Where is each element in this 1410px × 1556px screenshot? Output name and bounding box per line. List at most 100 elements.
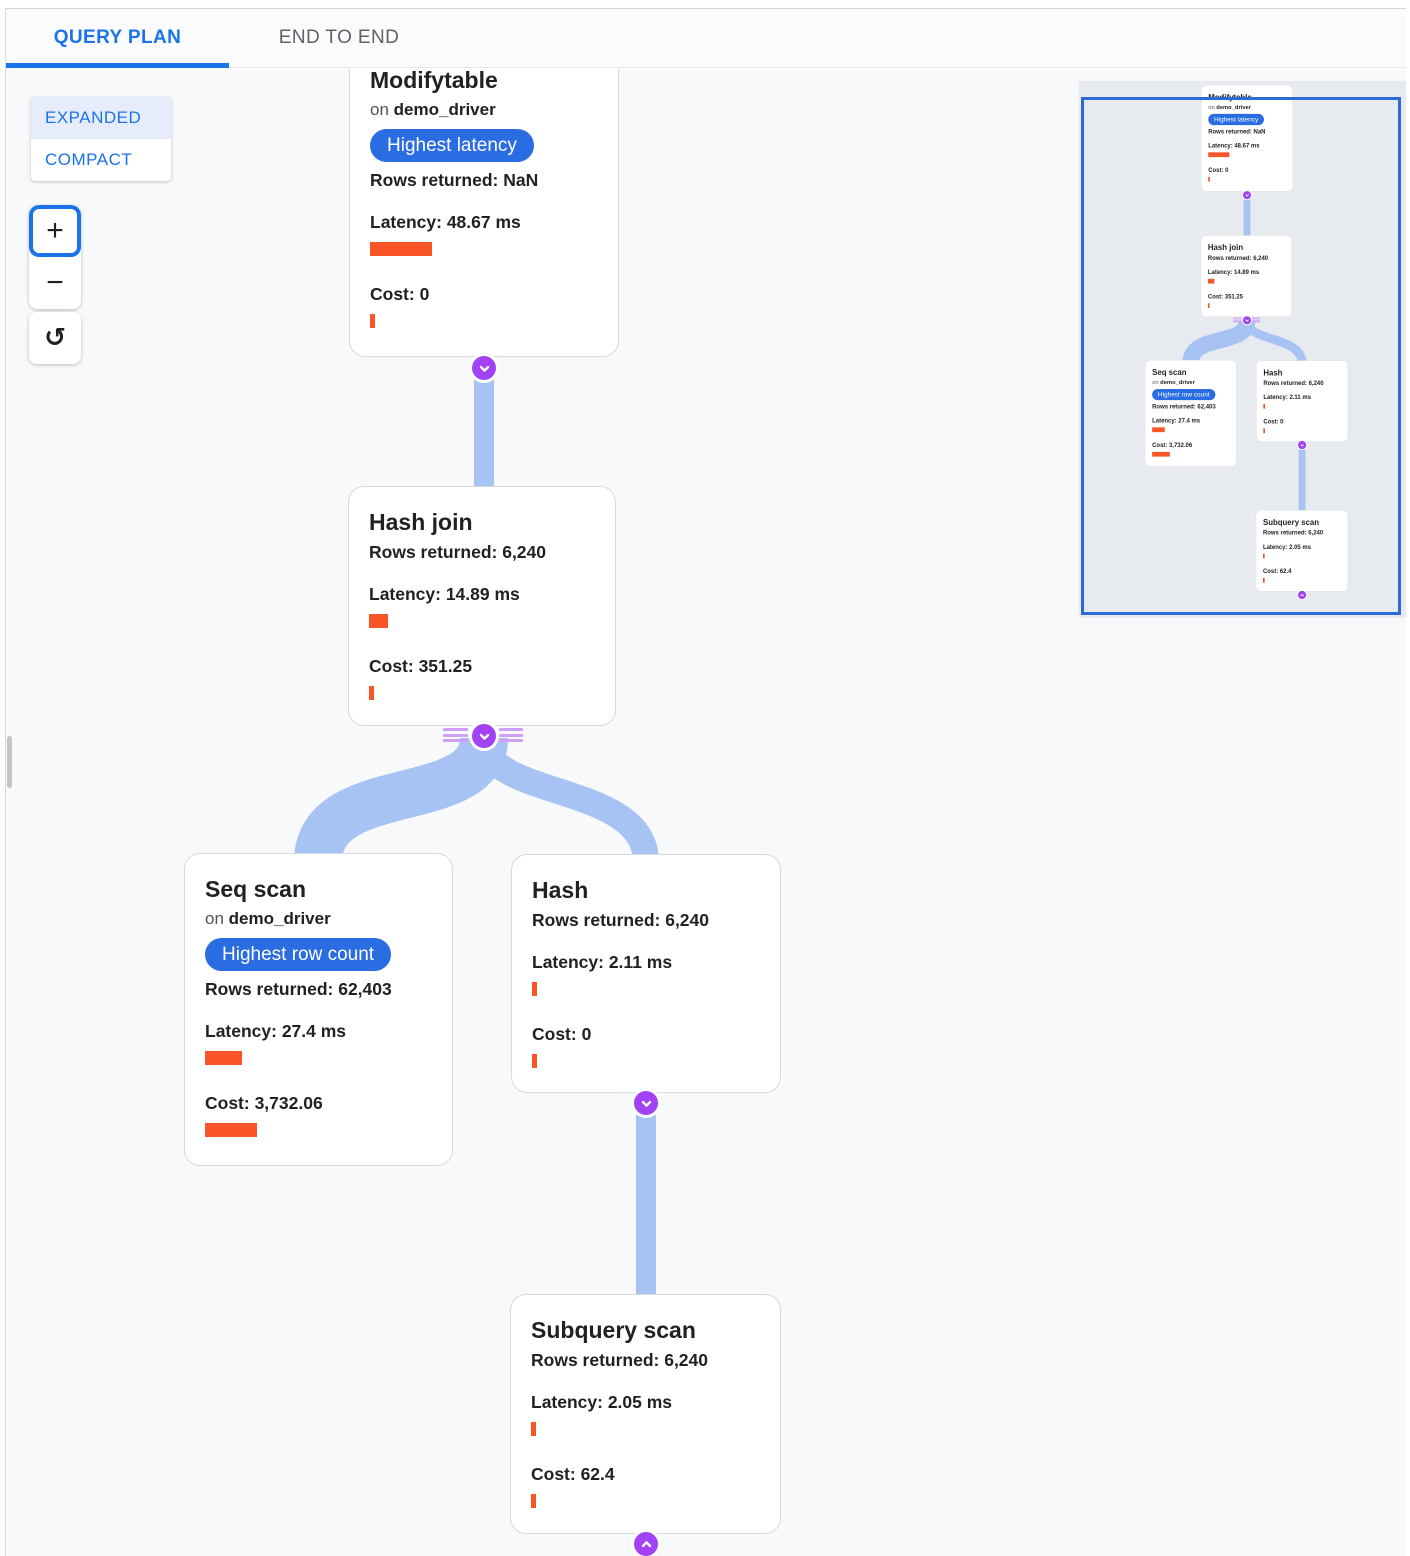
node-title: Subquery scan <box>1262 517 1320 527</box>
zoom-in-button[interactable]: + <box>29 205 81 257</box>
active-tab-indicator <box>6 63 229 68</box>
node-hash[interactable]: Hash Rows returned: 6,240 Latency: 2.11 … <box>1256 360 1348 442</box>
latency-metric: Latency: 2.11 ms <box>532 949 762 996</box>
cost-bar <box>1262 578 1265 583</box>
highest-row-count-badge: Highest row count <box>205 938 392 971</box>
on-prefix: on <box>370 100 389 119</box>
latency-label: Latency: 14.89 ms <box>1207 268 1260 276</box>
rows-returned: Rows returned: 6,240 <box>531 1350 708 1370</box>
chevron-up-icon <box>641 1540 651 1547</box>
node-table: on demo_driver <box>1152 378 1230 387</box>
table-name: demo_driver <box>228 909 331 928</box>
rows-returned: Rows returned: 62,403 <box>1152 402 1216 410</box>
cost-label: Cost: 351.25 <box>1207 293 1243 300</box>
collapse-hash-join-button[interactable] <box>472 724 496 748</box>
latency-metric: Latency: 2.05 ms <box>531 1389 762 1436</box>
latency-label: Latency: 2.11 ms <box>532 952 673 972</box>
latency-metric: Latency: 48.67 ms <box>1208 141 1286 158</box>
node-title: Hash join <box>1207 243 1244 252</box>
rows-returned: Rows returned: NaN <box>370 170 539 190</box>
edge-hash-marks-left <box>1233 317 1242 324</box>
table-name: demo_driver <box>1216 104 1251 111</box>
minimap-diagram: Modifytable on demo_driver Highest laten… <box>1145 85 1349 605</box>
latency-label: Latency: 48.67 ms <box>1208 142 1260 149</box>
node-hash-join[interactable]: Hash join Rows returned: 6,240 Latency: … <box>348 486 616 726</box>
node-modifytable[interactable]: Modifytable on demo_driver Highest laten… <box>349 68 619 357</box>
cost-bar <box>532 1054 537 1068</box>
collapse-hash-button[interactable] <box>634 1091 658 1115</box>
latency-metric: Latency: 2.05 ms <box>1262 542 1342 559</box>
cost-metric: Cost: 62.4 <box>1262 567 1342 583</box>
collapse-hash-join-button[interactable] <box>1242 316 1252 325</box>
edge-hash-marks-right <box>499 728 523 745</box>
cost-bar <box>1207 303 1210 309</box>
reset-view-button[interactable]: ↺ <box>29 312 81 364</box>
cost-label: Cost: 351.25 <box>369 656 473 676</box>
plan-canvas[interactable]: Modifytable on demo_driver Highest laten… <box>6 68 1406 1556</box>
minus-icon: − <box>46 266 64 299</box>
cost-label: Cost: 0 <box>1263 418 1284 425</box>
latency-metric: Latency: 14.89 ms <box>1207 268 1286 284</box>
cost-bar <box>1208 176 1210 182</box>
expand-subquery-scan-button[interactable] <box>1298 590 1307 600</box>
latency-bar <box>532 982 537 996</box>
node-hash[interactable]: Hash Rows returned: 6,240 Latency: 2.11 … <box>511 854 781 1093</box>
collapse-modifytable-button[interactable] <box>472 356 496 380</box>
node-seq-scan[interactable]: Seq scan on demo_driver Highest row coun… <box>1145 360 1237 467</box>
edge-hashjoin-hash <box>471 736 659 864</box>
expanded-label: EXPANDED <box>45 108 142 127</box>
vertical-scrollbar-thumb[interactable] <box>7 736 12 788</box>
plus-icon: + <box>46 214 64 247</box>
on-prefix: on <box>1152 379 1159 386</box>
expanded-button[interactable]: EXPANDED <box>31 97 171 139</box>
view-mode-toggle: EXPANDED COMPACT <box>31 97 171 181</box>
node-subquery-scan[interactable]: Subquery scan Rows returned: 6,240 Laten… <box>1255 510 1348 592</box>
latency-metric: Latency: 14.89 ms <box>369 581 597 628</box>
reset-icon: ↺ <box>44 323 66 353</box>
node-title: Hash <box>532 877 589 903</box>
expand-subquery-scan-button[interactable] <box>634 1532 658 1556</box>
latency-bar <box>1207 278 1215 284</box>
compact-button[interactable]: COMPACT <box>31 139 171 181</box>
node-title: Subquery scan <box>531 1317 696 1343</box>
latency-label: Latency: 2.05 ms <box>531 1392 673 1412</box>
zoom-out-button[interactable]: − <box>29 257 81 309</box>
node-hash-join[interactable]: Hash join Rows returned: 6,240 Latency: … <box>1200 235 1292 317</box>
chevron-down-icon <box>479 365 489 372</box>
cost-label: Cost: 62.4 <box>531 1464 615 1484</box>
rows-returned: Rows returned: 6,240 <box>1263 379 1324 387</box>
plan-diagram: Modifytable on demo_driver Highest laten… <box>184 68 784 1556</box>
highest-row-count-badge: Highest row count <box>1152 388 1216 401</box>
cost-metric: Cost: 0 <box>532 1021 762 1068</box>
cost-bar <box>370 314 375 328</box>
minimap[interactable]: Modifytable on demo_driver Highest laten… <box>1079 81 1406 618</box>
cost-label: Cost: 3,732.06 <box>1152 441 1193 449</box>
node-seq-scan[interactable]: Seq scan on demo_driver Highest row coun… <box>184 853 453 1166</box>
cost-label: Cost: 3,732.06 <box>205 1093 323 1113</box>
edge-hash-marks-left <box>443 728 468 745</box>
on-prefix: on <box>205 909 224 928</box>
minimap-viewport[interactable] <box>1081 97 1401 615</box>
rows-returned: Rows returned: 6,240 <box>532 910 709 930</box>
latency-metric: Latency: 27.4 ms <box>1152 416 1230 433</box>
rows-returned: Rows returned: NaN <box>1208 127 1266 135</box>
latency-metric: Latency: 48.67 ms <box>370 209 600 256</box>
collapse-modifytable-button[interactable] <box>1242 191 1252 200</box>
plan-edges <box>294 355 659 1300</box>
highest-latency-badge: Highest latency <box>1208 113 1264 126</box>
node-subquery-scan[interactable]: Subquery scan Rows returned: 6,240 Laten… <box>510 1294 781 1534</box>
cost-metric: Cost: 0 <box>1208 166 1286 182</box>
cost-metric: Cost: 0 <box>1263 417 1341 434</box>
latency-label: Latency: 2.11 ms <box>1263 393 1311 401</box>
tab-end-to-end[interactable]: END TO END <box>229 9 449 67</box>
cost-metric: Cost: 62.4 <box>531 1461 762 1508</box>
tab-query-plan[interactable]: QUERY PLAN <box>6 9 229 67</box>
cost-label: Cost: 62.4 <box>1262 567 1292 575</box>
collapse-hash-button[interactable] <box>1298 440 1307 450</box>
cost-bar <box>205 1123 257 1137</box>
cost-bar <box>1152 451 1170 457</box>
tab-query-plan-label: QUERY PLAN <box>53 27 182 48</box>
node-title: Seq scan <box>205 876 306 902</box>
zoom-controls: + − ↺ <box>29 205 81 367</box>
latency-label: Latency: 14.89 ms <box>369 584 520 604</box>
